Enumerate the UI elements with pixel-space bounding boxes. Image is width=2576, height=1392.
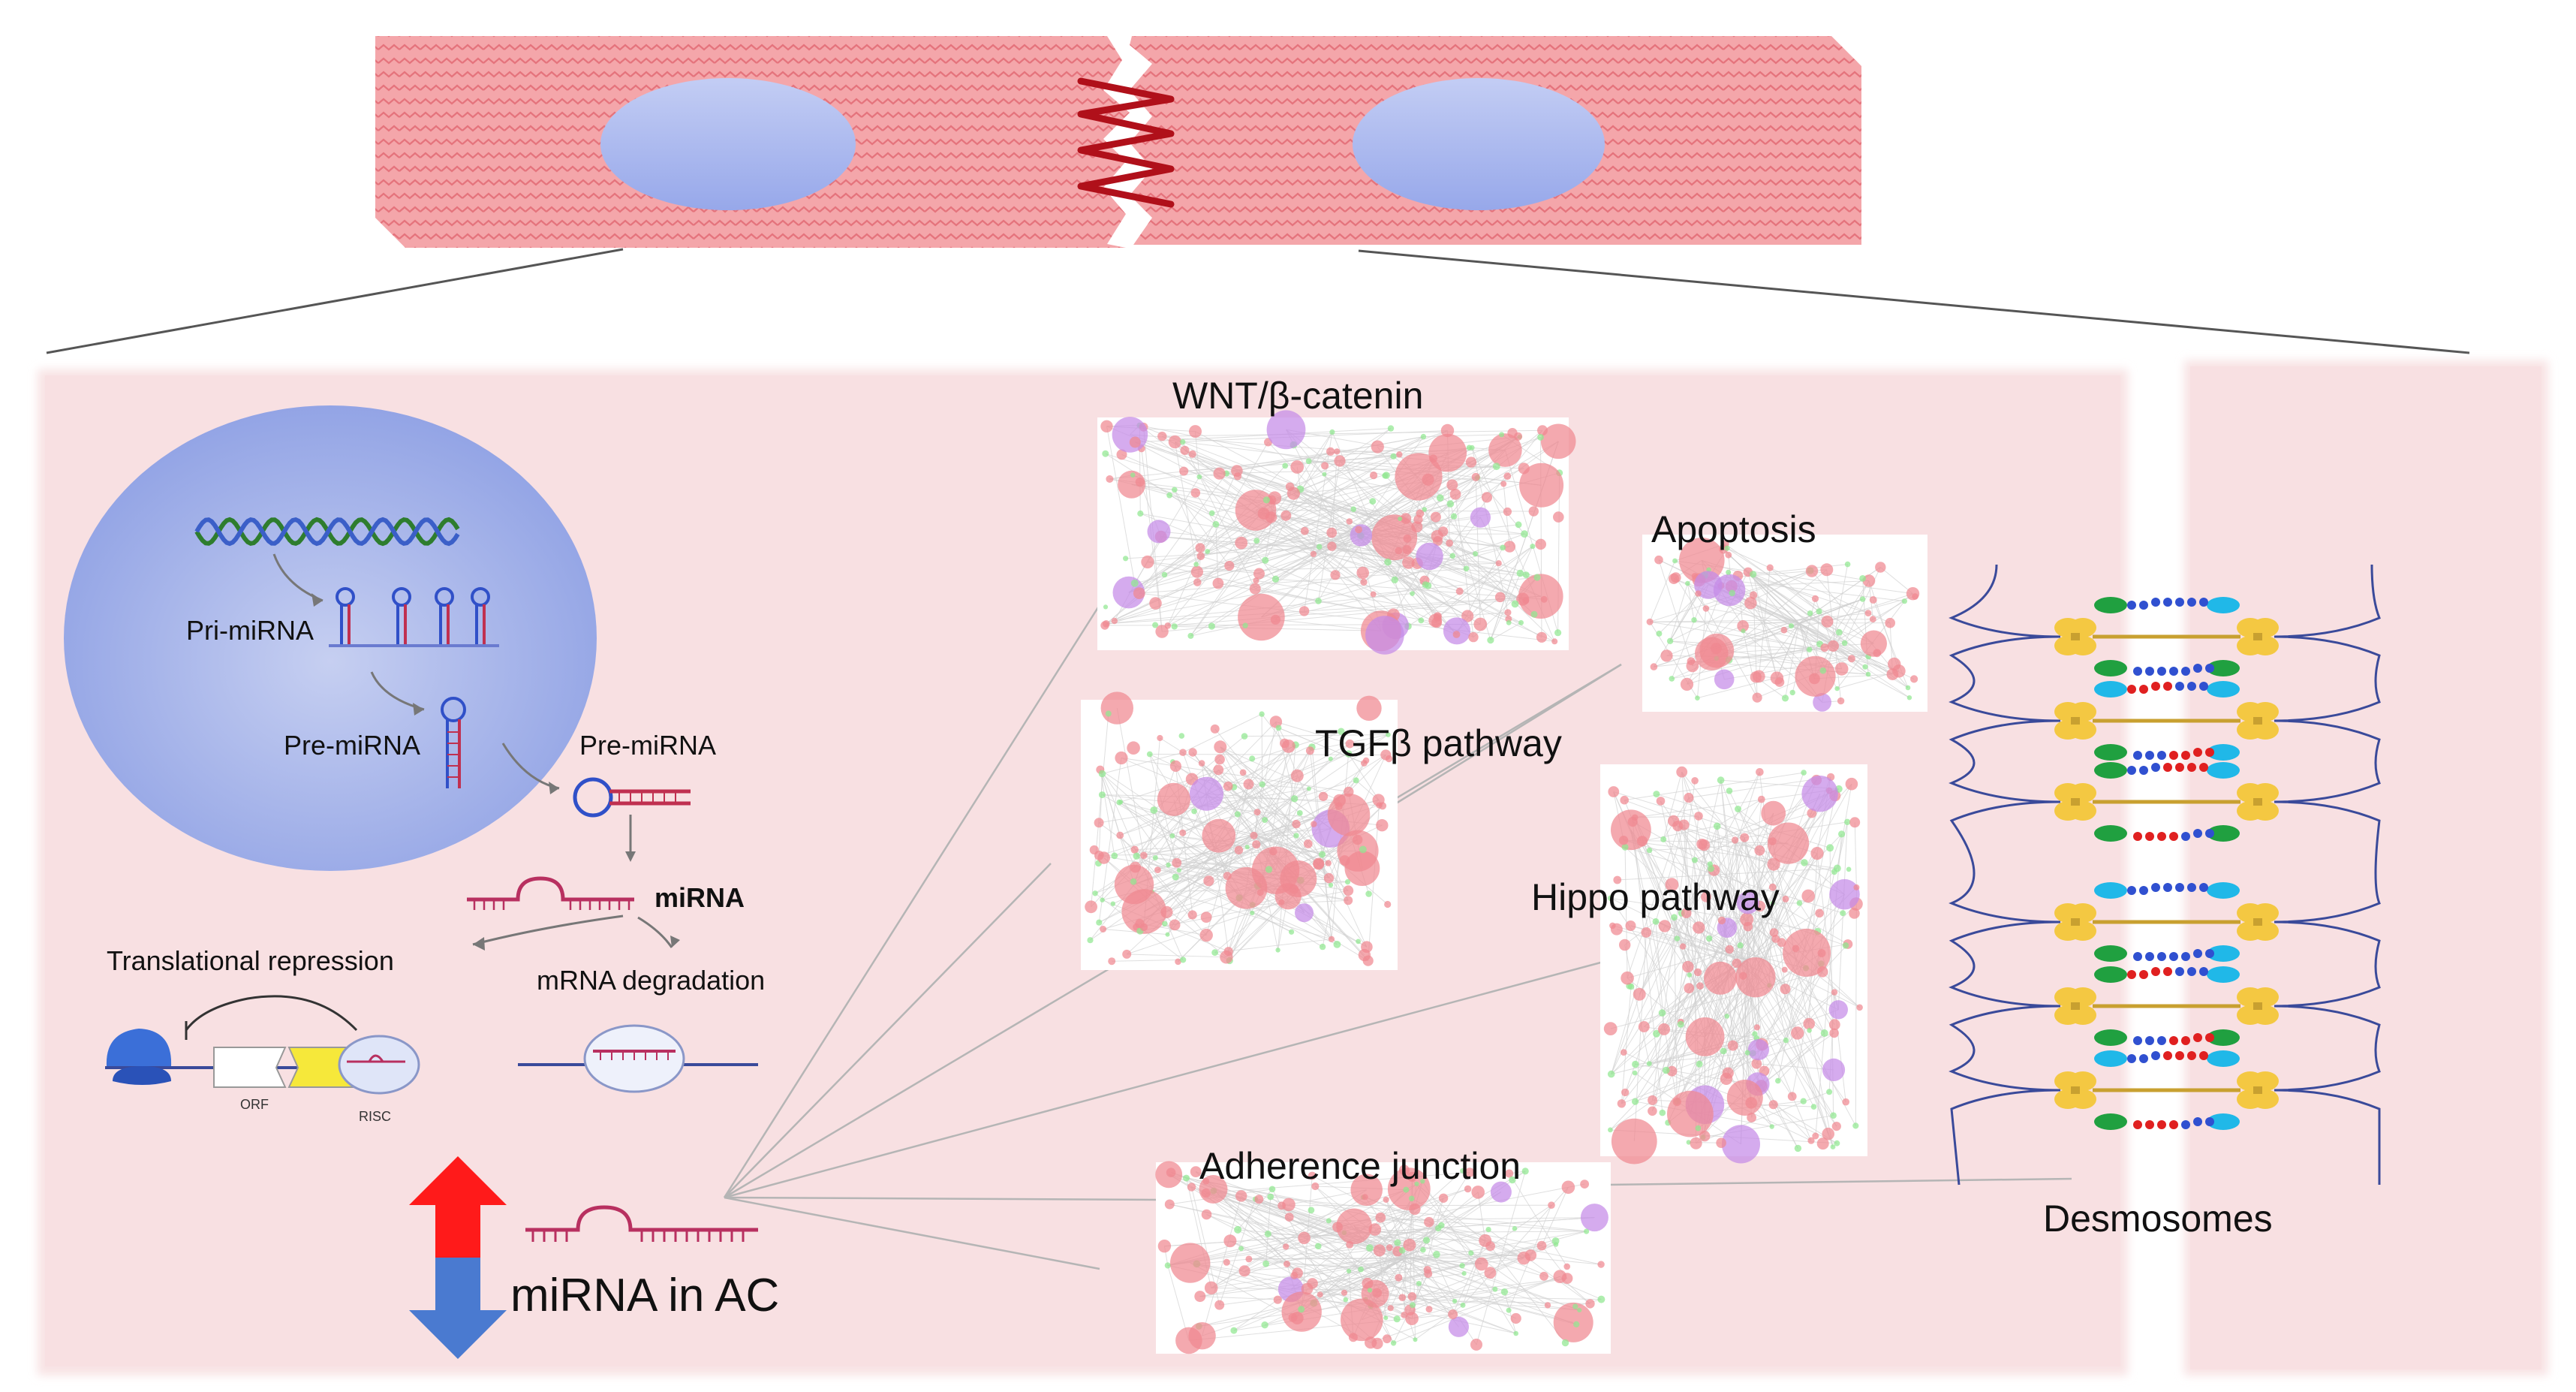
label-pri-mirna: Pri-miRNA <box>186 615 314 646</box>
intercalated-disc-zigzag <box>1077 77 1175 208</box>
nucleus-right <box>1353 78 1605 210</box>
down-arrow-icon <box>409 1258 507 1359</box>
label-apoptosis: Apoptosis <box>1651 508 1816 550</box>
network-graph-0 <box>1100 410 1576 655</box>
risc-icon <box>338 1035 420 1095</box>
nucleus-large <box>64 405 597 871</box>
label-translational-repression: Translational repression <box>107 945 394 976</box>
desmosome-structure <box>1949 564 2381 1186</box>
label-mirna: miRNA <box>655 882 745 913</box>
pre-mirna-horizontal <box>573 777 691 818</box>
label-desmosomes: Desmosomes <box>2043 1198 2273 1240</box>
label-pre-mirna-cyto: Pre-miRNA <box>579 730 717 761</box>
ribosome-icon <box>106 1029 172 1085</box>
nucleus-left <box>600 78 856 210</box>
mirna-in-ac-icon <box>525 1205 758 1242</box>
mature-mirna-icon <box>467 876 634 910</box>
pri-mirna-hairpins <box>336 587 490 644</box>
label-orf: ORF <box>240 1097 269 1112</box>
label-tgfb: TGFβ pathway <box>1315 722 1562 764</box>
network-graph-3 <box>1603 766 1863 1165</box>
zoom-line-right <box>1358 249 2470 354</box>
desmosome-panel <box>2184 360 2548 1375</box>
network-graph-4 <box>1155 1161 1608 1354</box>
mrna-degradation-diagram <box>518 1024 758 1093</box>
dna-helix-icon <box>194 517 460 547</box>
label-mrna-degradation: mRNA degradation <box>537 965 766 996</box>
network-graph-2 <box>1085 691 1393 966</box>
label-hippo: Hippo pathway <box>1531 876 1780 918</box>
network-graph-1 <box>1646 538 1920 712</box>
label-risc: RISC <box>359 1109 392 1124</box>
cardiomyocyte-pair <box>375 36 1861 248</box>
label-wnt: WNT/β-catenin <box>1172 375 1424 417</box>
translational-repression-diagram <box>105 995 420 1095</box>
label-mirna-in-ac: miRNA in AC <box>510 1270 780 1321</box>
label-adherence: Adherence junction <box>1199 1145 1521 1187</box>
zoom-line-left <box>46 248 624 354</box>
hairpin-icon <box>441 697 466 788</box>
label-pre-mirna-nucleus: Pre-miRNA <box>284 730 421 761</box>
up-arrow-icon <box>409 1156 507 1258</box>
